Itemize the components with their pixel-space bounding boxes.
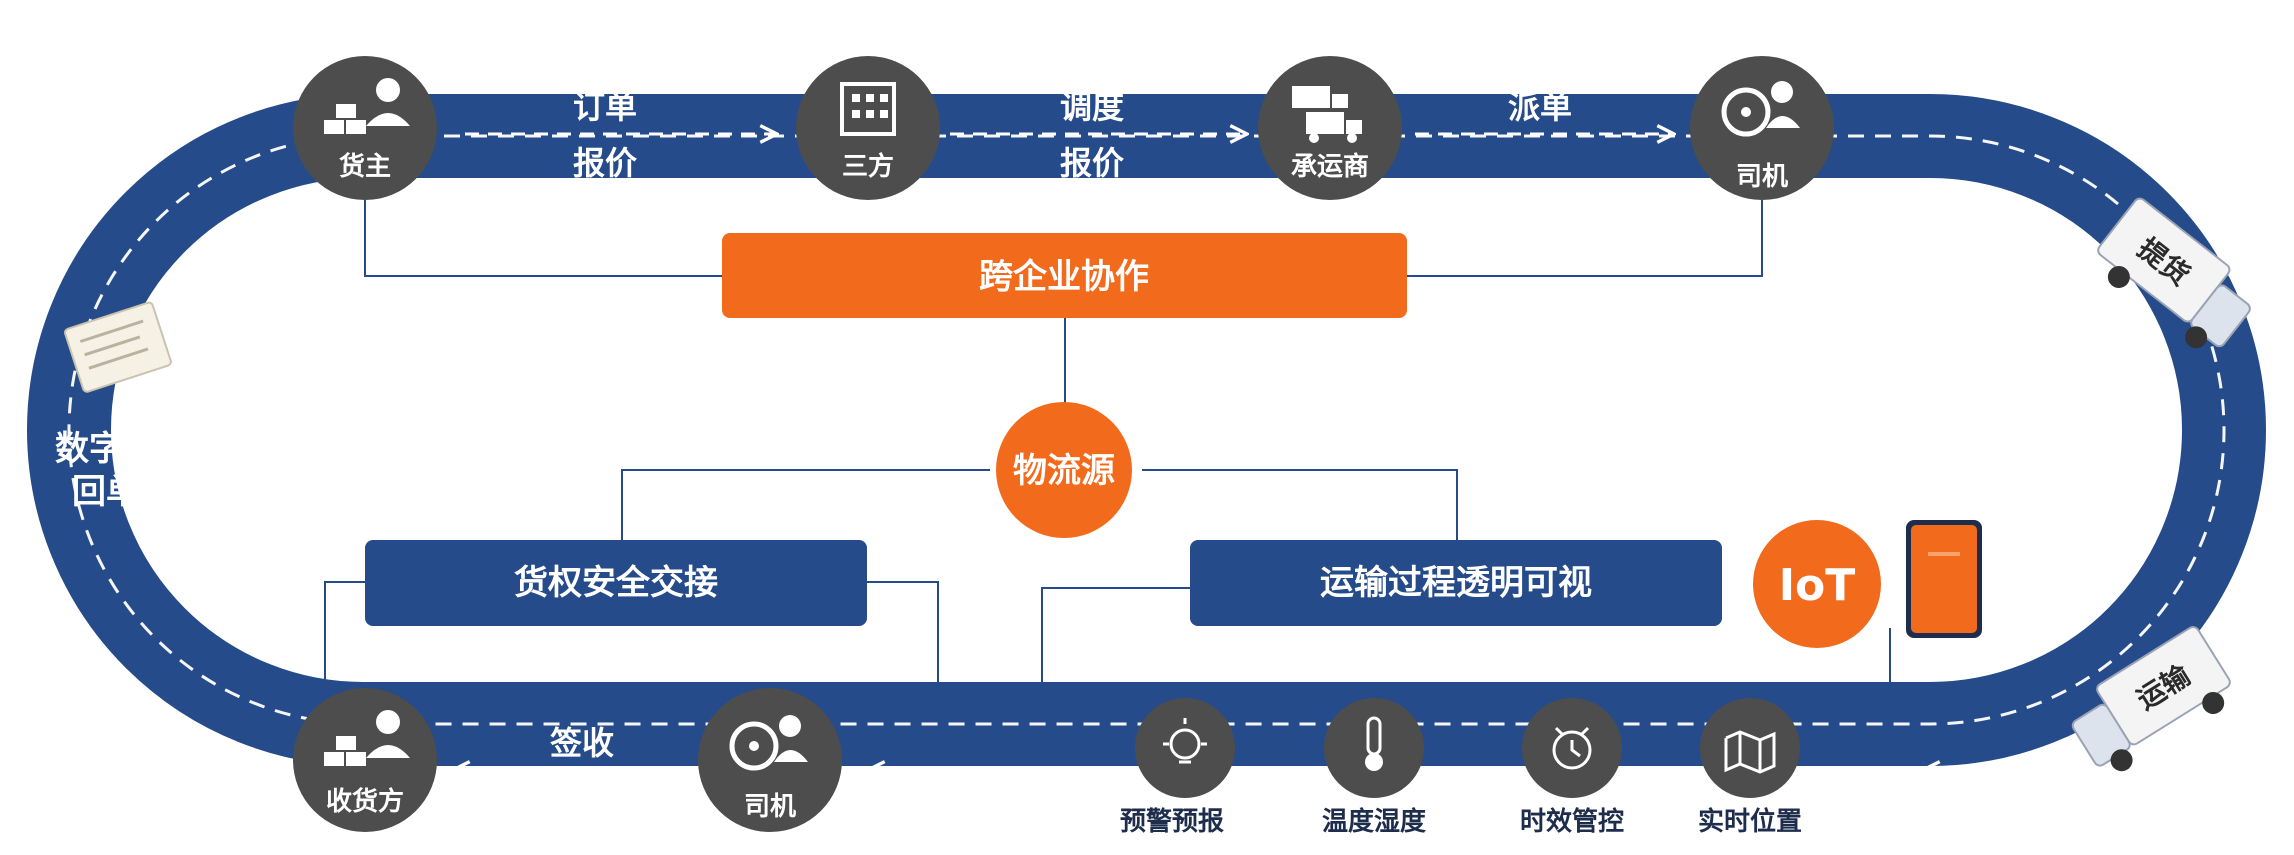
node-warning[interactable]: 预警预报: [1120, 698, 1235, 837]
lightbulb-icon: [1163, 718, 1207, 764]
iot-circle: [1753, 520, 1881, 648]
collab-box-label: 跨企业协作: [979, 257, 1149, 297]
iot-label: IoT: [1779, 560, 1856, 611]
paper-receipt-icon: [64, 301, 172, 393]
collab-box: [722, 233, 1407, 318]
truck-transport-icon: 运输: [2071, 626, 2231, 772]
svg-text:货主: 货主: [339, 151, 391, 182]
node-location[interactable]: 实时位置: [1698, 698, 1802, 837]
center-circle: [996, 402, 1132, 538]
node-third-party[interactable]: 三方: [796, 56, 940, 200]
svg-text:三方: 三方: [842, 151, 894, 182]
driver-icon: [729, 715, 808, 771]
svg-text:司机: 司机: [1736, 162, 1788, 192]
transport-box-label: 运输过程透明可视: [1320, 563, 1592, 603]
thermometer-icon: [1365, 716, 1383, 771]
svg-text:温度湿度: 温度湿度: [1322, 806, 1426, 837]
node-timeliness[interactable]: 时效管控: [1520, 698, 1624, 837]
iot-device-icon: [1906, 520, 1982, 638]
receiver-icon: [324, 710, 410, 766]
arrow-sign-label: 签收: [550, 724, 614, 762]
building-icon: [840, 82, 896, 136]
svg-text:实时位置: 实时位置: [1698, 806, 1802, 837]
arrow-order-line2: 报价: [573, 144, 637, 182]
node-shipper[interactable]: 货主: [293, 56, 437, 200]
cargo-box-label: 货权安全交接: [514, 563, 718, 603]
driver-icon: [1721, 81, 1800, 137]
track-dash-loop: [67, 134, 2226, 726]
map-pin-icon: [1724, 730, 1776, 774]
connector-lines: [324, 200, 1891, 690]
node-temperature[interactable]: 温度湿度: [1322, 698, 1426, 837]
track-band: [27, 94, 2266, 766]
arrow-dispatch-line2: 报价: [1060, 144, 1124, 182]
arrow-assign-line1: 派单: [1508, 88, 1572, 126]
svg-text:时效管控: 时效管控: [1520, 806, 1624, 837]
shipper-icon: [324, 78, 410, 134]
left-label-line1: 数字化: [55, 429, 157, 469]
arrow-dispatch-line1: 调度: [1060, 88, 1124, 126]
node-driver-top[interactable]: 司机: [1690, 56, 1834, 200]
svg-text:司机: 司机: [744, 792, 796, 822]
left-label-line2: 回单: [72, 472, 140, 512]
svg-text:预警预报: 预警预报: [1120, 806, 1224, 837]
center-circle-label: 物流源: [1013, 451, 1115, 491]
alarm-clock-icon: [1552, 726, 1592, 770]
svg-text:收货方: 收货方: [326, 786, 404, 817]
trucks-icon: [1292, 86, 1362, 143]
node-receiver[interactable]: 收货方: [293, 688, 437, 832]
node-driver-bottom[interactable]: 司机: [698, 688, 842, 832]
truck-pickup-icon: 提货: [2097, 197, 2251, 349]
svg-text:承运商: 承运商: [1291, 151, 1369, 182]
cargo-box: [365, 540, 867, 626]
transport-box: [1190, 540, 1722, 626]
arrow-order-line1: 订单: [573, 88, 637, 126]
node-carrier[interactable]: 承运商: [1258, 56, 1402, 200]
